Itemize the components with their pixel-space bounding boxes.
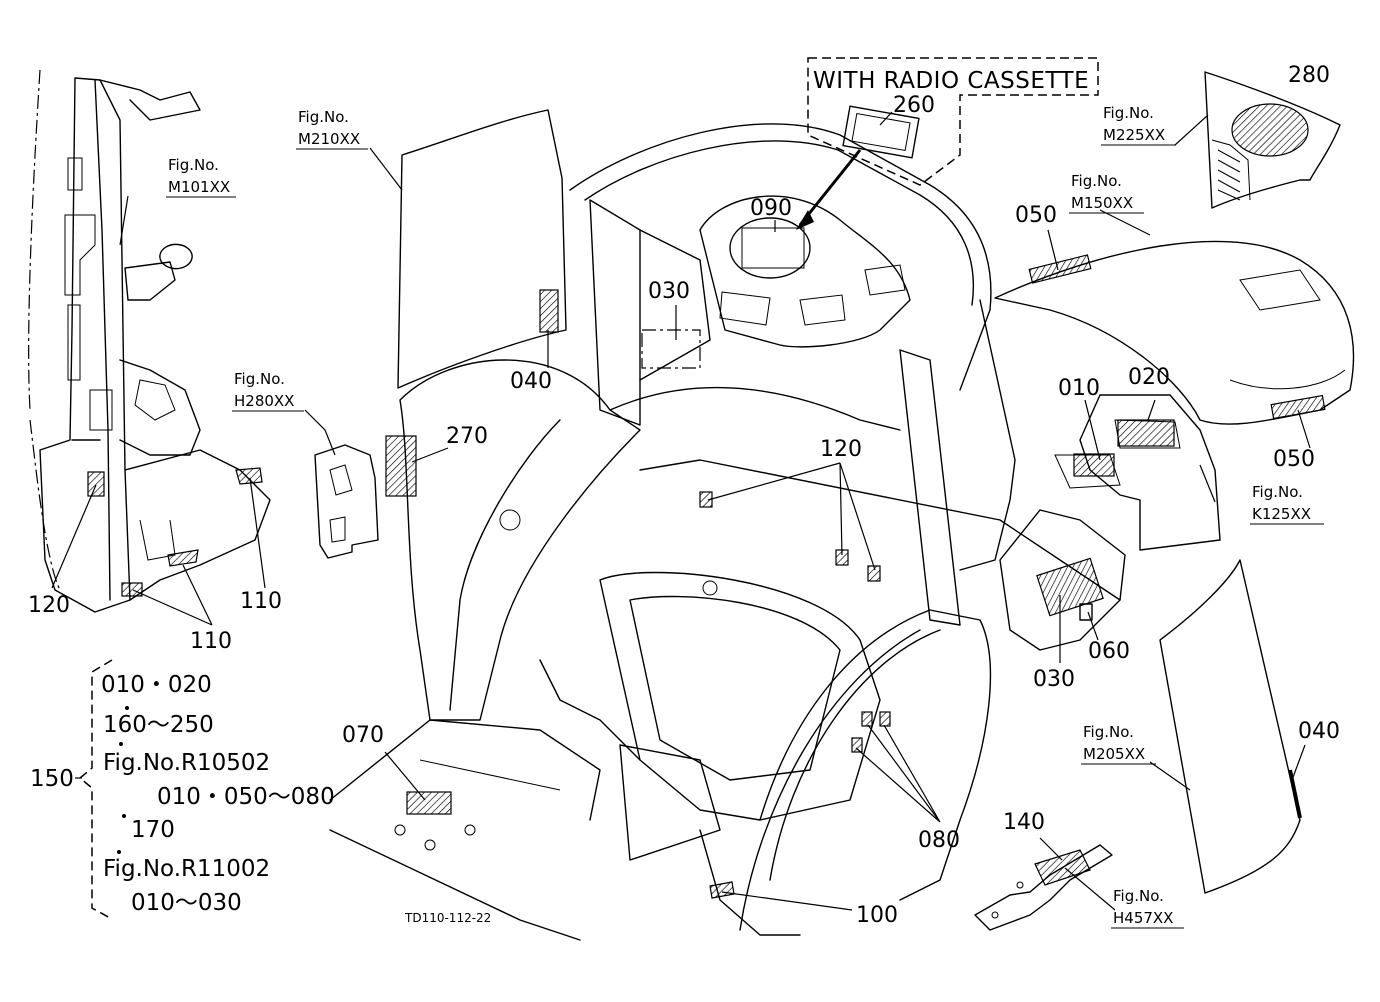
- callout-020: 020: [1128, 365, 1170, 390]
- callout-150: 150: [30, 766, 74, 792]
- fig-ref-m225-line1: Fig.No.: [1103, 104, 1154, 122]
- callout-050-right: 050: [1273, 447, 1315, 472]
- radio-cassette-inset: [796, 57, 1099, 230]
- callout-080: 080: [918, 828, 960, 853]
- set-list-line-2: 160～250: [103, 712, 214, 738]
- cab-frame-drawing: [329, 123, 1126, 941]
- set-list-line-4: 010・050～080: [157, 784, 335, 810]
- fig-ref-m101-line2: M101XX: [168, 178, 230, 196]
- set-bracket-150: [75, 659, 129, 919]
- callout-030-lower: 030: [1033, 667, 1075, 692]
- callout-140: 140: [1003, 810, 1045, 835]
- fig-ref-m225-line2: M225XX: [1103, 126, 1165, 144]
- fig-ref-m101-line1: Fig.No.: [168, 156, 219, 174]
- bracket-h280: [314, 435, 417, 559]
- callout-120-left: 120: [28, 593, 70, 618]
- callout-280: 280: [1288, 63, 1330, 88]
- set-list-line-3: Fig.No.R10502: [103, 750, 270, 776]
- fig-ref-k125-line2: K125XX: [1252, 505, 1311, 523]
- callout-070: 070: [342, 723, 384, 748]
- callout-110-bottom: 110: [190, 629, 232, 654]
- fig-ref-m205-line1: Fig.No.: [1083, 723, 1134, 741]
- leader-lines: [51, 111, 1311, 911]
- callout-050-top: 050: [1015, 203, 1057, 228]
- callout-090: 090: [750, 196, 792, 221]
- cover-k125: [1054, 394, 1221, 551]
- fig-ref-m150-line2: M150XX: [1071, 194, 1133, 212]
- fender-m150: [994, 240, 1355, 425]
- fig-ref-m205-line2: M205XX: [1083, 745, 1145, 763]
- callout-120-center: 120: [820, 437, 862, 462]
- fig-ref-k125-line1: Fig.No.: [1252, 483, 1303, 501]
- bracket-h457: [974, 844, 1113, 931]
- callout-270: 270: [446, 424, 488, 449]
- callout-040-right: 040: [1298, 719, 1340, 744]
- fig-ref-h457-line1: Fig.No.: [1113, 887, 1164, 905]
- callout-060: 060: [1088, 639, 1130, 664]
- inset-caption: WITH RADIO CASSETTE: [813, 68, 1089, 94]
- callout-110-right: 110: [240, 589, 282, 614]
- glass-panel-m205: [1159, 559, 1302, 894]
- fig-ref-m150-line1: Fig.No.: [1071, 172, 1122, 190]
- fig-ref-h280-line2: H280XX: [234, 392, 294, 410]
- fig-ref-h457-line2: H457XX: [1113, 909, 1173, 927]
- drawing-code: TD110-112-22: [404, 911, 491, 925]
- panel-m225: [1204, 71, 1341, 209]
- left-panel-drawing: [28, 69, 271, 613]
- fig-ref-m210-line2: M210XX: [298, 130, 360, 148]
- callout-010: 010: [1058, 376, 1100, 401]
- callout-040-left: 040: [510, 369, 552, 394]
- set-list-line-5: 170: [131, 817, 175, 843]
- callout-260: 260: [893, 93, 935, 118]
- fig-ref-m210-line1: Fig.No.: [298, 108, 349, 126]
- set-list-line-6: Fig.No.R11002: [103, 856, 270, 882]
- set-list-line-7: 010～030: [131, 890, 242, 916]
- callout-100: 100: [856, 903, 898, 928]
- glass-panel-m210: [397, 109, 567, 389]
- callout-030-upper: 030: [648, 279, 690, 304]
- set-list-line-1: 010・020: [101, 672, 212, 698]
- fig-ref-h280-line1: Fig.No.: [234, 370, 285, 388]
